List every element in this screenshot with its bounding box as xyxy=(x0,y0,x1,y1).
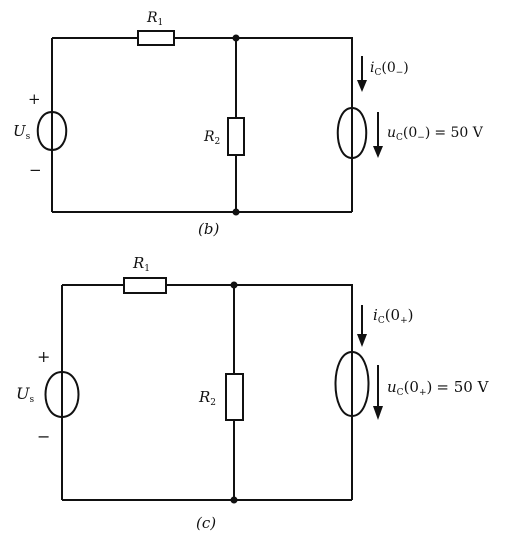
caption-b: (b) xyxy=(198,220,219,238)
resistor-c-r2 xyxy=(225,373,244,421)
label-b-current: iC(0−) xyxy=(370,60,409,78)
wire-b-top-right xyxy=(174,37,353,90)
caption-c: (c) xyxy=(196,514,216,532)
circuit-b: R1 R2 Us + − iC(0−) uC(0−)= 50 V (b) xyxy=(13,10,484,238)
voltage-source-c-left xyxy=(44,370,80,419)
label-b-minus: − xyxy=(29,161,42,179)
resistor-c-r1 xyxy=(123,277,167,294)
label-c-r2: R2 xyxy=(198,388,216,408)
node-c-top xyxy=(230,281,238,289)
resistor-b-r2 xyxy=(227,117,245,156)
label-b-voltage: uC(0−)= 50 V xyxy=(387,125,484,143)
label-c-current: iC(0+) xyxy=(373,306,414,326)
node-c-bottom xyxy=(230,496,238,504)
label-b-us: Us xyxy=(13,122,31,142)
voltage-source-b-right xyxy=(336,106,368,160)
label-c-r1: R1 xyxy=(132,254,150,274)
label-b-r2: R2 xyxy=(203,129,220,147)
circuit-c: R1 R2 Us + − iC(0+) uC(0+)= 50 V (c) xyxy=(16,254,490,532)
voltage-source-b-left xyxy=(36,110,68,152)
voltage-source-c-right xyxy=(334,350,370,418)
label-c-plus: + xyxy=(37,347,50,366)
label-c-us: Us xyxy=(16,384,34,405)
node-b-top xyxy=(232,34,240,42)
node-b-bottom xyxy=(232,208,240,216)
voltage-arrow-b xyxy=(373,112,383,158)
current-arrow-c xyxy=(357,305,367,347)
label-b-r1: R1 xyxy=(146,10,163,28)
label-b-plus: + xyxy=(28,90,41,108)
current-arrow-b xyxy=(357,56,367,92)
resistor-b-r1 xyxy=(137,30,175,46)
label-c-minus: − xyxy=(37,427,50,446)
label-c-voltage: uC(0+)= 50 V xyxy=(387,378,490,398)
wire-c-top-right xyxy=(166,284,353,352)
voltage-arrow-c xyxy=(373,365,383,420)
